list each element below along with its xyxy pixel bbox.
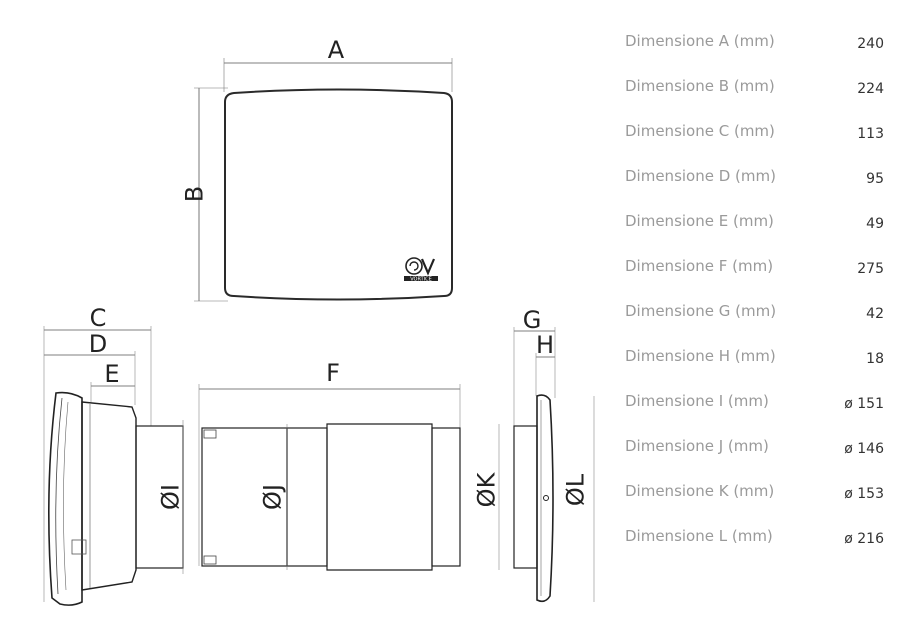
dimension-value: ø 153	[844, 486, 884, 502]
label-l: ØL	[561, 473, 589, 506]
dimension-label: Dimensione H (mm)	[625, 347, 776, 365]
label-i: ØI	[156, 484, 184, 510]
dimension-value: 18	[866, 351, 884, 367]
dimension-row: Dimensione B (mm) 224	[600, 69, 890, 99]
dimension-label: Dimensione A (mm)	[625, 32, 775, 50]
dimension-label: Dimensione L (mm)	[625, 527, 773, 545]
dimension-row: Dimensione H (mm) 18	[600, 339, 890, 369]
dimension-row: Dimensione C (mm) 113	[600, 114, 890, 144]
dimension-row: Dimensione E (mm) 49	[600, 204, 890, 234]
dimension-label: Dimensione F (mm)	[625, 257, 774, 275]
grille-view	[498, 327, 595, 603]
dimension-label: Dimensione J (mm)	[625, 437, 769, 455]
label-e: E	[104, 360, 119, 388]
dimension-value: 113	[857, 126, 884, 142]
front-view	[194, 58, 453, 302]
dimension-value: 240	[857, 36, 884, 52]
side-view	[43, 326, 184, 606]
dimension-row: Dimensione G (mm) 42	[600, 294, 890, 324]
dimension-row: Dimensione I (mm) ø 151	[600, 384, 890, 414]
dimension-label: Dimensione G (mm)	[625, 302, 777, 320]
duct-view	[198, 384, 461, 571]
dimension-value: 95	[866, 171, 884, 187]
dimension-value: ø 146	[844, 441, 884, 457]
label-j: ØJ	[258, 484, 286, 510]
label-g: G	[523, 306, 542, 334]
dimension-label: Dimensione K (mm)	[625, 482, 775, 500]
label-f: F	[326, 359, 340, 387]
dimension-value: ø 151	[844, 396, 884, 412]
dimension-label: Dimensione C (mm)	[625, 122, 775, 140]
dimension-row: Dimensione J (mm) ø 146	[600, 429, 890, 459]
dimension-value: ø 216	[844, 531, 884, 547]
label-c: C	[90, 304, 107, 332]
dimension-value: 42	[866, 306, 884, 322]
technical-drawing: A B C D E ØI F ØJ G H ØK ØL VORTICE	[43, 36, 595, 606]
dimension-value: 49	[866, 216, 884, 232]
label-a: A	[328, 36, 345, 64]
dimension-row: Dimensione L (mm) ø 216	[600, 519, 890, 549]
dimension-row: Dimensione K (mm) ø 153	[600, 474, 890, 504]
vortice-logo	[404, 257, 438, 281]
dimension-label: Dimensione E (mm)	[625, 212, 774, 230]
label-k: ØK	[472, 471, 500, 507]
dimension-label: Dimensione I (mm)	[625, 392, 769, 410]
dimension-label: Dimensione B (mm)	[625, 77, 775, 95]
logo-text: VORTICE	[410, 277, 432, 283]
dimension-row: Dimensione A (mm) 240	[600, 24, 890, 54]
label-b: B	[180, 186, 208, 202]
label-h: H	[536, 331, 554, 359]
dimension-value: 224	[857, 81, 884, 97]
dimension-label: Dimensione D (mm)	[625, 167, 776, 185]
dimension-value: 275	[857, 261, 884, 277]
dimension-row: Dimensione F (mm) 275	[600, 249, 890, 279]
dimension-row: Dimensione D (mm) 95	[600, 159, 890, 189]
label-d: D	[89, 330, 107, 358]
